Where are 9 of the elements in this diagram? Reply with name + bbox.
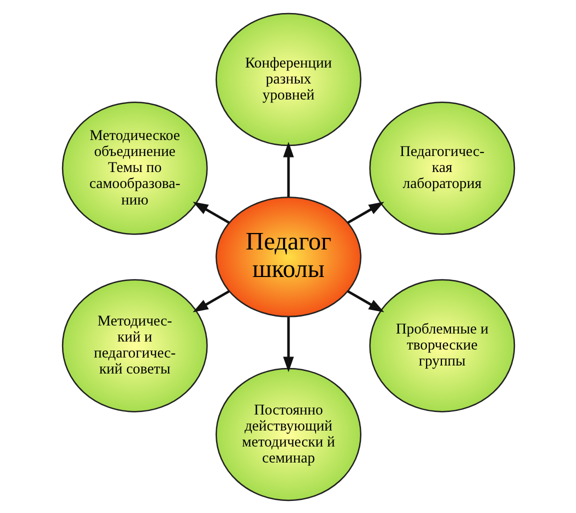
node-circle: Постоянно действующий методически й семинар [215, 367, 361, 501]
node-ellipse: Педагог школы [215, 196, 361, 317]
arrow [192, 290, 230, 312]
arrow [282, 316, 294, 372]
arrow [346, 201, 384, 224]
node-circle: Конференции разных уровней [215, 12, 361, 146]
arrow [192, 201, 230, 224]
arrow [346, 290, 384, 312]
arrow [282, 141, 294, 196]
